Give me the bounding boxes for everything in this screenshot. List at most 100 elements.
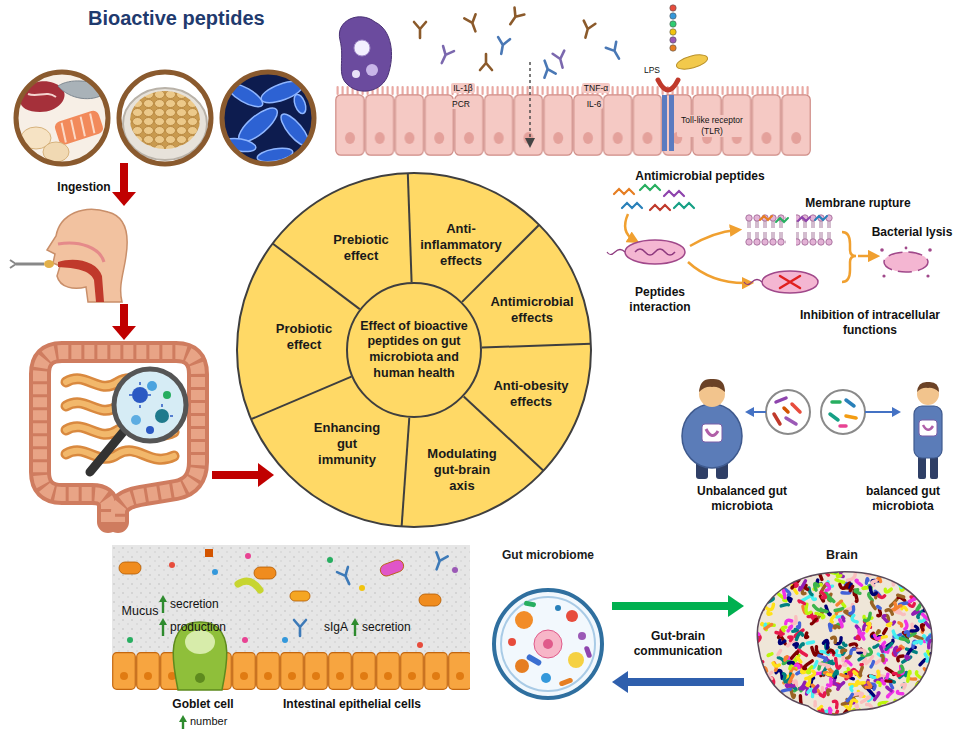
antimicrobial-scheme [880,247,932,278]
brain-figure [760,701,764,707]
brain-figure [874,714,879,718]
brain-figure [762,605,764,610]
brain-figure [919,703,925,706]
mucus-layer [254,567,276,579]
brain-figure [765,625,774,630]
mucus-layer [337,567,355,587]
brain-figure [897,692,902,694]
antimicrobial-scheme [780,276,800,288]
brain-figure [783,696,786,702]
brain-figure [783,674,785,680]
mucus-layer [185,630,215,654]
brain-figure [827,565,836,573]
food-animal [53,109,104,146]
brain-figure [899,567,903,569]
process-label: Inhibition of intracellular functions [789,308,951,338]
cytokine-label: TNF-α [582,83,610,94]
epithelium [539,59,556,78]
brain-figure [850,586,852,590]
brain-figure [828,690,830,695]
brain-figure [928,715,934,717]
brain-figure [912,707,917,713]
obesity-scheme [776,398,786,402]
part-label: Goblet cell [172,697,233,712]
brain-figure [813,702,817,706]
brain-figure [821,610,827,612]
mucus-layer [112,545,470,729]
brain-figure [886,644,892,650]
brain-figure [806,604,811,613]
antimicrobial-scheme [815,216,827,220]
brain-figure [855,590,860,594]
node-label: Modulating gut-brain axis [423,446,501,495]
flow-arrow [112,326,136,340]
head-profile [47,209,127,302]
intestine [146,426,154,434]
brain-figure [754,689,757,691]
brain-figure [746,560,941,726]
effect-segment: Anti-obesity effects [483,378,579,411]
cytokine-label: PCR [450,99,472,110]
brain-figure [926,711,933,716]
brain-figure [878,717,887,720]
brain-figure [877,631,879,634]
effect-segment: Modulating gut-brain axis [423,446,501,495]
brain-figure [823,641,827,648]
mucus-layer [159,595,167,602]
node-label: Effect of bioactive peptides on gut micr… [356,319,472,382]
mucus-layer [162,601,164,613]
obesity-scheme [919,420,937,436]
brain-figure [850,644,856,645]
mucus-layer [245,553,251,559]
antimicrobial-scheme [688,262,748,283]
microbiome-circle [494,590,602,698]
brain-figure [765,625,772,629]
microbiome-circle [524,600,537,607]
brain-figure [855,594,857,602]
brain-figure [788,598,791,602]
mucus-layer [112,545,470,655]
brain-figure [907,702,916,706]
microbiome-circle [584,646,593,659]
inner-circle [347,283,481,417]
diagram-title: Bioactive peptides [88,6,265,31]
brain-figure [923,585,925,593]
brain-figure [878,578,881,582]
obesity-scheme [706,429,718,436]
epithelium [525,138,535,148]
intestine [40,352,198,522]
brain-figure [855,636,859,640]
flow-arrow [258,463,274,487]
process-label: Membrane rupture [805,196,910,211]
brain-figure [872,581,876,586]
mucus-layer [182,721,184,729]
epithelium [354,40,370,56]
flow-arrow [212,471,260,479]
mucus-layer [127,637,133,643]
brain-figure [922,703,930,704]
epithelium [335,86,811,95]
brain-figure [857,650,865,654]
brain-figure [884,568,885,575]
intestine [132,387,148,403]
brain-figure [757,572,932,715]
microbiome-circle [508,638,516,646]
obesity-scheme [753,411,766,413]
obesity-scheme [830,414,838,420]
brain-figure [800,682,805,689]
obesity-scheme [702,424,722,442]
food-soybeans [117,70,213,166]
antimicrobial-scheme [744,280,762,285]
brain-figure [886,718,890,721]
obesity-scheme [682,404,742,468]
brain-figure [771,580,779,585]
brain-figure [927,675,935,676]
mucus-layer [242,637,248,643]
node-heading: Brain [744,548,940,564]
brain-figure [757,572,932,715]
brain-figure [921,625,923,630]
brain-figure [900,639,908,642]
process-label: Antimicrobial peptides [635,169,764,184]
obesity-scheme [682,379,942,479]
obesity-scheme [821,390,865,434]
